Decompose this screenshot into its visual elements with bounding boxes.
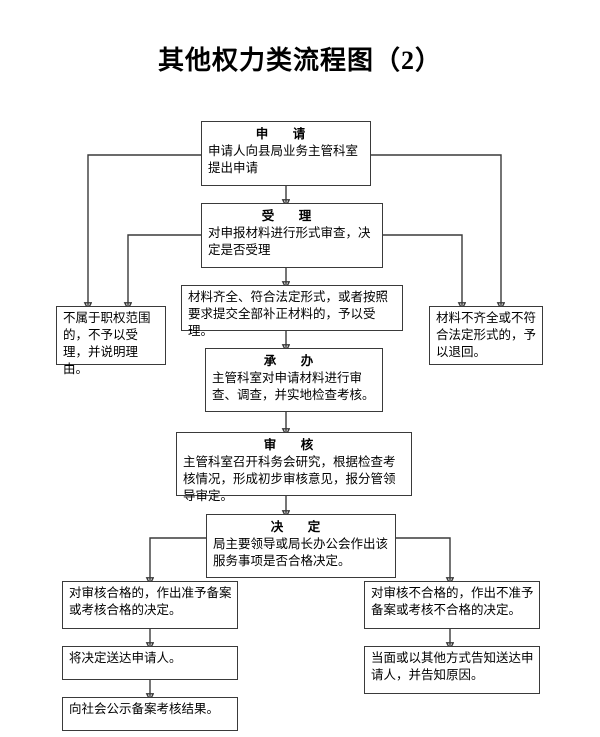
node-materials-bad-body: 材料不齐全或不符合法定形式的，予以退回。 [436, 311, 537, 359]
node-apply-body: 申请人向县局业务主管科室提出申请 [208, 144, 359, 175]
node-accept-body: 对申报材料进行形式审查，决定是否受理 [208, 226, 371, 257]
node-out-of-scope[interactable]: 不属于职权范围的，不予以受理，并说明理由。 [56, 306, 166, 376]
page-title: 其他权力类流程图（2） [157, 46, 442, 75]
node-accept[interactable]: 受 理 对申报材料进行形式审查，决定是否受理 [201, 203, 383, 268]
node-decide-header: 决 定 [270, 520, 327, 534]
node-deliver-body: 将决定送达申请人。 [69, 651, 182, 665]
node-decide-body: 局主要领导或局长办公会作出该服务事项是否合格决定。 [213, 537, 389, 568]
wire-decide-to-qualified [150, 537, 206, 581]
node-undertake-header: 承 办 [263, 354, 320, 368]
wire-apply-to-materials-bad [371, 154, 501, 306]
node-notify-reason[interactable]: 当面或以其他方式告知送达申请人，并告知原因。 [364, 646, 540, 694]
node-accept-ok-body: 材料齐全、符合法定形式，或者按照要求提交全部补正材料的，予以受理。 [188, 290, 389, 338]
node-review-body: 主管科室召开科务会研究，根据检查考核情况，形成初步审核意见，报分管领导审定。 [183, 455, 396, 503]
node-review[interactable]: 审 核 主管科室召开科务会研究，根据检查考核情况，形成初步审核意见，报分管领导审… [176, 432, 412, 503]
node-undertake-body: 主管科室对申请材料进行审查、调查，并实地检查考核。 [212, 371, 375, 402]
node-decide[interactable]: 决 定 局主要领导或局长办公会作出该服务事项是否合格决定。 [206, 514, 396, 578]
wire-apply-to-out-of-scope [88, 154, 201, 306]
node-qualified[interactable]: 对审核合格的，作出准予备案或考核合格的决定。 [62, 581, 238, 629]
node-accept-ok[interactable]: 材料齐全、符合法定形式，或者按照要求提交全部补正材料的，予以受理。 [181, 285, 403, 338]
node-out-of-scope-body: 不属于职权范围的，不予以受理，并说明理由。 [63, 311, 151, 376]
node-qualified-body: 对审核合格的，作出准予备案或考核合格的决定。 [69, 586, 232, 617]
node-publicize[interactable]: 向社会公示备案考核结果。 [62, 697, 238, 731]
node-materials-bad[interactable]: 材料不齐全或不符合法定形式的，予以退回。 [429, 306, 543, 365]
node-deliver[interactable]: 将决定送达申请人。 [62, 646, 238, 680]
node-unqualified-body: 对审核不合格的，作出不准予备案或考核不合格的决定。 [371, 586, 534, 617]
node-unqualified[interactable]: 对审核不合格的，作出不准予备案或考核不合格的决定。 [364, 581, 540, 629]
node-apply-header: 申 请 [255, 127, 312, 141]
node-apply[interactable]: 申 请 申请人向县局业务主管科室提出申请 [201, 121, 371, 186]
node-accept-header: 受 理 [261, 209, 318, 223]
node-notify-reason-body: 当面或以其他方式告知送达申请人，并告知原因。 [371, 651, 534, 682]
node-undertake[interactable]: 承 办 主管科室对申请材料进行审查、调查，并实地检查考核。 [205, 348, 383, 412]
node-review-header: 审 核 [263, 438, 320, 452]
wire-decide-to-unqualified [396, 537, 450, 581]
node-publicize-body: 向社会公示备案考核结果。 [69, 702, 220, 716]
